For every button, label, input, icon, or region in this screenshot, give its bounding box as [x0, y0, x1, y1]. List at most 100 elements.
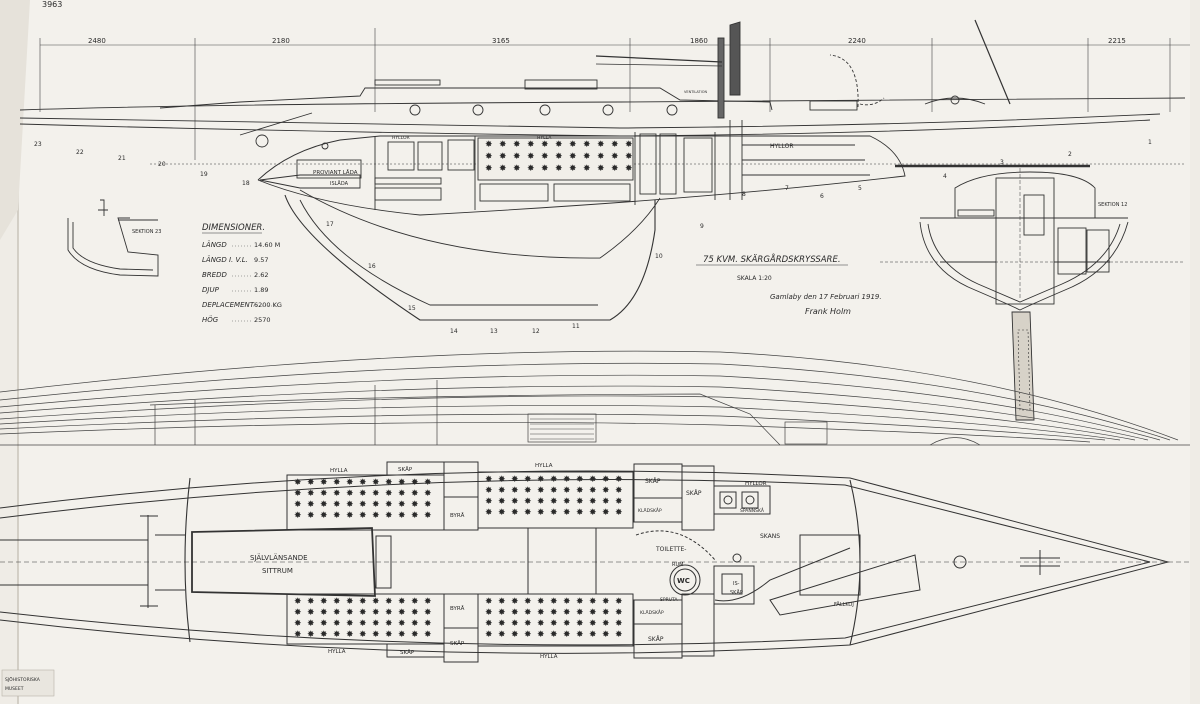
upholstery-mark: ✸ — [527, 140, 535, 150]
dimension-value: 2570 — [254, 316, 271, 324]
upholstery-mark: ✸ — [625, 164, 633, 174]
upholstery-mark: ✸ — [359, 511, 367, 521]
upholstery-mark: ✸ — [307, 511, 315, 521]
upholstery-mark: ✸ — [424, 608, 432, 618]
upholstery-mark: ✸ — [294, 619, 302, 629]
upholstery-mark: ✸ — [333, 500, 341, 510]
drawing-scale: SKALA 1:20 — [737, 275, 772, 282]
upholstery-mark: ✸ — [333, 608, 341, 618]
label-is2: SKÅP — [730, 589, 743, 596]
station-number: 6 — [820, 193, 824, 200]
upholstery-mark: ✸ — [498, 608, 506, 618]
upholstery-mark: ✸ — [511, 619, 519, 629]
label-klad-top: KLÄDSKÅP — [638, 507, 662, 514]
upholstery-mark: ✸ — [372, 608, 380, 618]
upholstery-mark: ✸ — [513, 152, 521, 162]
label-hyllor-2: HYLLOR — [770, 143, 794, 150]
station-number: 5 — [858, 185, 862, 192]
upholstery-mark: ✸ — [424, 478, 432, 488]
upholstery-mark: ✸ — [346, 500, 354, 510]
upholstery-mark: ✸ — [589, 486, 597, 496]
upholstery-mark: ✸ — [602, 608, 610, 618]
station-number: 20 — [158, 161, 166, 168]
section-label-right: SEKTION 12 — [1098, 202, 1127, 208]
upholstery-mark: ✸ — [583, 140, 591, 150]
signature-date: Gamlaby den 17 Februari 1919. — [770, 293, 882, 301]
upholstery-mark: ✸ — [294, 489, 302, 499]
upholstery-mark: ✸ — [524, 475, 532, 485]
upholstery-mark: ✸ — [583, 164, 591, 174]
upholstery-mark: ✸ — [498, 497, 506, 507]
upholstery-mark: ✸ — [398, 619, 406, 629]
dimension-label: LÄNGD I. V.L. — [202, 255, 248, 264]
upholstery-mark: ✸ — [527, 164, 535, 174]
upholstery-mark: ✸ — [511, 475, 519, 485]
label-sjalvlansande: SJÄLVLÄNSANDE — [250, 553, 308, 562]
vent-louvre — [530, 418, 594, 440]
upholstery-mark: ✸ — [524, 597, 532, 607]
upholstery-mark: ✸ — [589, 619, 597, 629]
upholstery-mark: ✸ — [602, 597, 610, 607]
label-klad-bot: KLÄDSKÅP — [640, 609, 664, 616]
upholstery-mark: ✸ — [537, 608, 545, 618]
station-number: 17 — [326, 221, 334, 228]
dimension-value: 2.62 — [254, 271, 268, 279]
upholstery-mark: ✸ — [524, 630, 532, 640]
upholstery-mark: ✸ — [541, 152, 549, 162]
upholstery-mark: ✸ — [333, 489, 341, 499]
upholstery-mark: ✸ — [385, 500, 393, 510]
upholstery-mark: ✸ — [615, 497, 623, 507]
upholstery-mark: ✸ — [615, 597, 623, 607]
upholstery-mark: ✸ — [372, 630, 380, 640]
upholstery-mark: ✸ — [359, 478, 367, 488]
upholstery-mark: ✸ — [424, 597, 432, 607]
upholstery-mark: ✸ — [485, 486, 493, 496]
upholstery-mark: ✸ — [385, 478, 393, 488]
upholstery-mark: ✸ — [537, 597, 545, 607]
upholstery-mark: ✸ — [424, 619, 432, 629]
upholstery-mark: ✸ — [307, 619, 315, 629]
upholstery-mark: ✸ — [511, 608, 519, 618]
upholstery-mark: ✸ — [541, 140, 549, 150]
upholstery-mark: ✸ — [550, 597, 558, 607]
label-byra-top: BYRÅ — [450, 512, 465, 519]
upholstery-mark: ✸ — [398, 489, 406, 499]
settee-cushion — [477, 137, 634, 181]
upholstery-mark: ✸ — [485, 508, 493, 518]
dim-label-1: 2480 — [88, 37, 106, 45]
sheet-number: 3963 — [42, 0, 62, 9]
label-wc: WC — [677, 577, 690, 585]
deck-plan-outline — [0, 461, 1190, 663]
upholstery-mark: ✸ — [424, 511, 432, 521]
upholstery-mark: ✸ — [625, 152, 633, 162]
label-hyllor-plan: HYLLOR — [745, 481, 767, 487]
upholstery-mark: ✸ — [597, 140, 605, 150]
upholstery-mark: ✸ — [372, 489, 380, 499]
upholstery-mark: ✸ — [537, 630, 545, 640]
upholstery-mark: ✸ — [625, 140, 633, 150]
upholstery-mark: ✸ — [307, 489, 315, 499]
upholstery-mark: ✸ — [537, 619, 545, 629]
upholstery-mark: ✸ — [485, 164, 493, 174]
upholstery-mark: ✸ — [320, 500, 328, 510]
dimension-value: 6200 KG — [254, 301, 282, 309]
upholstery-mark: ✸ — [385, 511, 393, 521]
upholstery-mark: ✸ — [550, 619, 558, 629]
upholstery-mark: ✸ — [576, 597, 584, 607]
upholstery-mark: ✸ — [346, 478, 354, 488]
upholstery-mark: ✸ — [485, 497, 493, 507]
dimension-value: 9.57 — [254, 256, 268, 264]
upholstery-mark: ✸ — [615, 486, 623, 496]
station-number: 7 — [785, 185, 789, 192]
upholstery-mark: ✸ — [524, 486, 532, 496]
upholstery-mark: ✸ — [294, 608, 302, 618]
upholstery-mark: ✸ — [346, 619, 354, 629]
upholstery-mark: ✸ — [602, 508, 610, 518]
label-skap-bot2: SKÅP — [450, 640, 465, 647]
upholstery-mark: ✸ — [615, 508, 623, 518]
upholstery-mark: ✸ — [320, 619, 328, 629]
upholstery-mark: ✸ — [563, 486, 571, 496]
label-hylla-1: HYLLA — [537, 135, 552, 141]
